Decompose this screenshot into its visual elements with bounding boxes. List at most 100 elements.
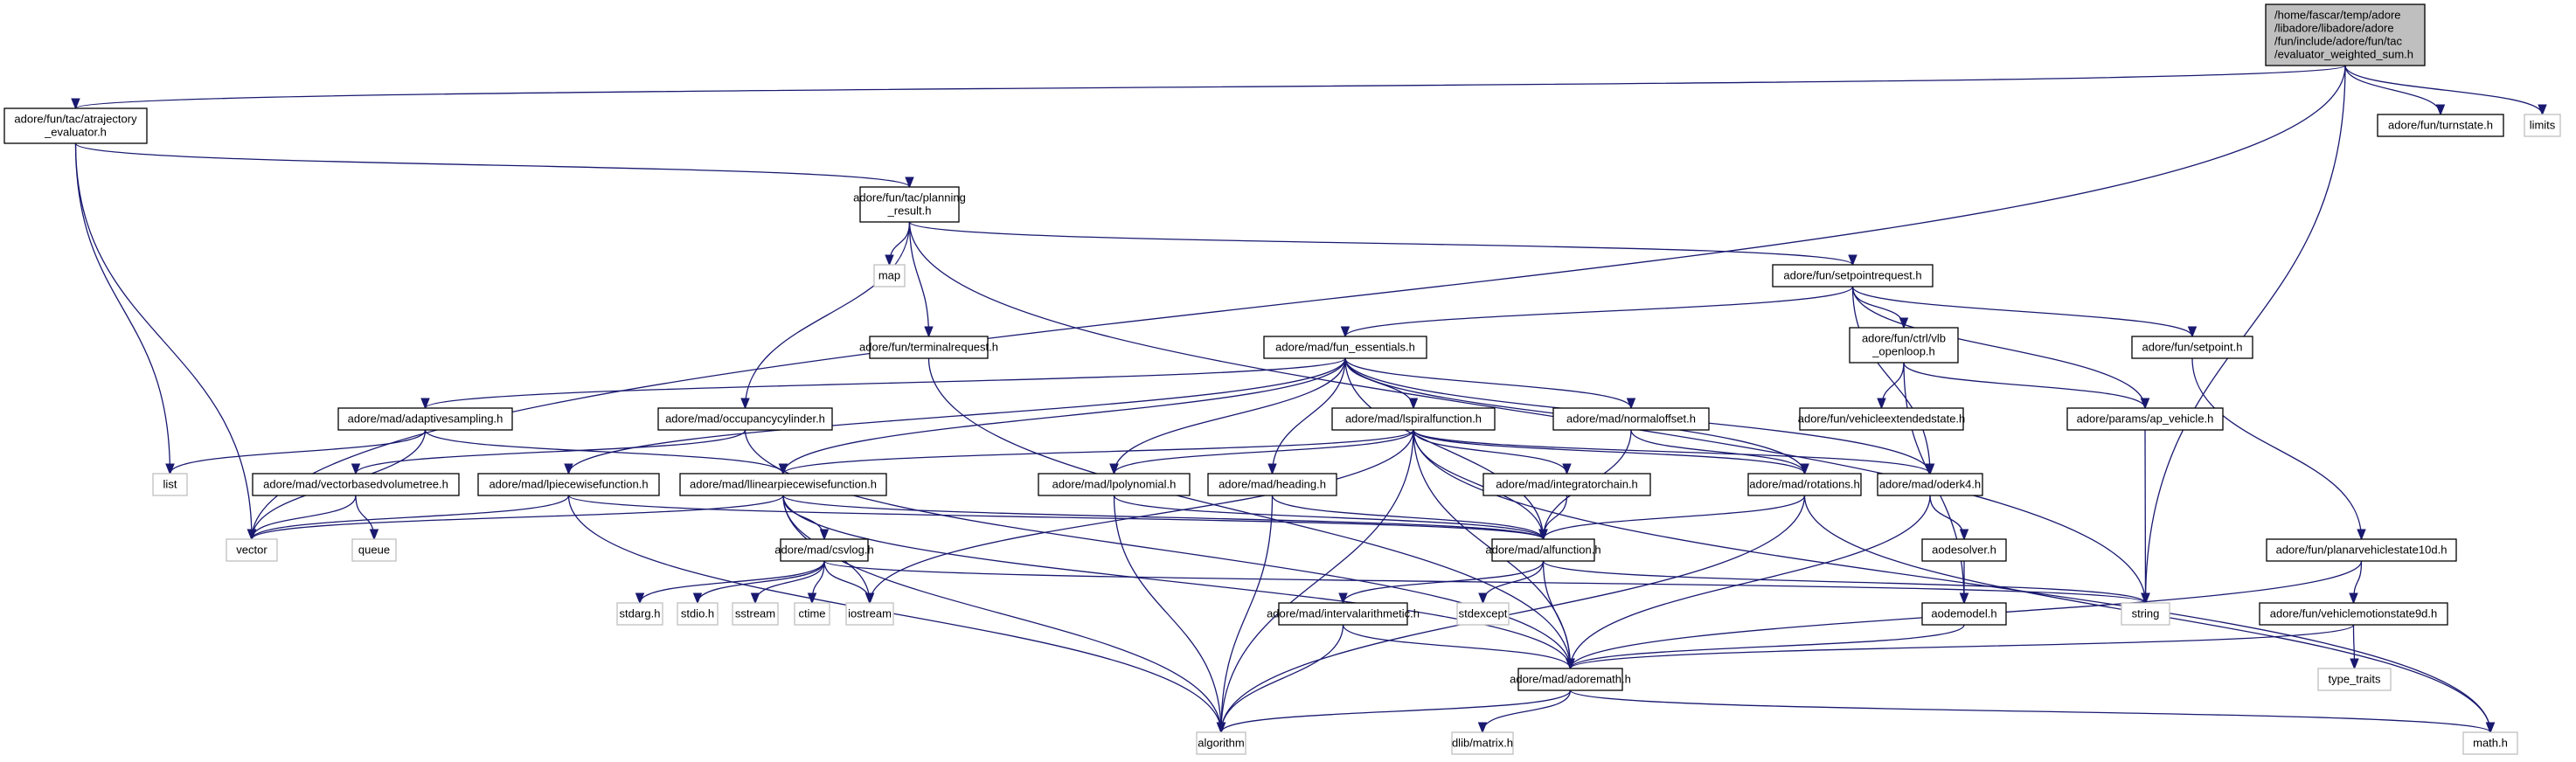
node-setpointrequest[interactable]: adore/fun/setpointrequest.h <box>1772 264 1934 287</box>
node-adaptivesampling[interactable]: adore/mad/adaptivesampling.h <box>337 407 513 431</box>
edge-root-to-atrajectory_evaluator <box>76 65 2346 109</box>
node-box <box>1196 731 1246 755</box>
node-label: adore/mad/lpiecewisefunction.h <box>489 478 648 491</box>
node-root[interactable]: /home/fascar/temp/adore/libadore/libador… <box>2265 3 2426 66</box>
edge-lspiralfunction-to-algorithm <box>1221 429 1414 732</box>
node-fun_essentials[interactable]: adore/mad/fun_essentials.h <box>1263 336 1427 359</box>
node-planning_result[interactable]: adore/fun/tac/planning_result.h <box>853 186 966 223</box>
node-box <box>477 473 660 496</box>
node-label: adore/mad/alfunction.h <box>1485 544 1600 557</box>
node-box <box>859 186 960 223</box>
node-csvlog[interactable]: adore/mad/csvlog.h <box>774 538 874 562</box>
node-aodemodel[interactable]: aodemodel.h <box>1921 602 2007 626</box>
node-label: adore/mad/heading.h <box>1219 478 1326 491</box>
node-box <box>1278 602 1408 626</box>
node-label: adore/mad/adaptivesampling.h <box>348 412 503 426</box>
node-oderk4[interactable]: adore/mad/oderk4.h <box>1877 473 1983 496</box>
edge-heading-to-alfunction <box>1271 495 1544 540</box>
edge-vlb_openloop-to-vehicleextendedstate <box>1882 362 1905 408</box>
node-alfunction[interactable]: adore/mad/alfunction.h <box>1485 538 1601 562</box>
node-vehicleextendedstate[interactable]: adore/fun/vehicleextendedstate.h <box>1798 407 1966 431</box>
node-box <box>845 602 894 626</box>
node-stdio: stdio.h <box>677 602 719 626</box>
edge-setpointrequest-to-ap_vehicle <box>1851 286 2146 408</box>
edge-intervalarithmetic-to-algorithm <box>1221 624 1344 732</box>
node-aodesolver[interactable]: aodesolver.h <box>1921 538 2007 562</box>
edge-oderk4-to-aodesolver <box>1929 495 1964 539</box>
edge-fun_essentials-to-llinearpiecewisefunction <box>783 357 1346 474</box>
node-label: stdarg.h <box>620 607 661 620</box>
edge-alfunction-to-stdexcept <box>1483 560 1545 604</box>
node-label: adore/fun/setpoint.h <box>2142 341 2243 354</box>
edge-lspiralfunction-to-llinearpiecewisefunction <box>783 429 1414 475</box>
edge-atrajectory_evaluator-to-planning_result <box>74 142 910 188</box>
node-occupancycylinder[interactable]: adore/mad/occupancycylinder.h <box>657 407 833 431</box>
node-planarvehiclestate10d[interactable]: adore/fun/planarvehiclestate10d.h <box>2266 538 2457 562</box>
node-label: stdexcept <box>1459 607 1508 620</box>
edge-setpointrequest-to-oderk4 <box>1851 286 1931 474</box>
node-adoremath[interactable]: adore/mad/adoremath.h <box>1510 668 1631 691</box>
node-setpoint[interactable]: adore/fun/setpoint.h <box>2131 336 2253 359</box>
edge-intervalarithmetic-to-adoremath <box>1342 624 1571 669</box>
node-heading[interactable]: adore/mad/heading.h <box>1207 473 1337 496</box>
edge-vlb_openloop-to-ap_vehicle <box>1903 362 2145 409</box>
node-turnstate[interactable]: adore/fun/turnstate.h <box>2377 114 2504 137</box>
node-label: dlib/matrix.h <box>1452 737 1513 750</box>
node-type_traits: type_traits <box>2317 668 2392 691</box>
node-box <box>1491 538 1595 562</box>
node-lspiralfunction[interactable]: adore/mad/lspiralfunction.h <box>1331 407 1496 431</box>
edge-aodemodel-to-adoremath <box>1571 624 1965 669</box>
node-atrajectory_evaluator[interactable]: adore/fun/tac/atrajectory_evaluator.h <box>3 107 148 144</box>
node-box <box>1772 264 1934 287</box>
edge-lpolynomial-to-alfunction <box>1113 495 1544 540</box>
node-box <box>2462 731 2518 755</box>
edge-lspiralfunction-to-rotations <box>1413 429 1805 475</box>
node-box <box>869 336 989 359</box>
edge-heading-to-algorithm <box>1221 495 1274 732</box>
edge-planarvehiclestate10d-to-vehiclemotionstate9d <box>2354 560 2363 603</box>
node-lpolynomial[interactable]: adore/mad/lpolynomial.h <box>1038 473 1191 496</box>
node-intervalarithmetic[interactable]: adore/mad/intervalarithmetic.h <box>1267 602 1420 626</box>
node-label: adore/fun/terminalrequest.h <box>859 341 998 354</box>
node-label: string <box>2132 607 2160 620</box>
edge-setpointrequest-to-setpoint <box>1851 286 2193 337</box>
node-algorithm: algorithm <box>1196 731 1246 755</box>
node-vehiclemotionstate9d[interactable]: adore/fun/vehiclemotionstate9d.h <box>2259 602 2448 626</box>
node-integratorchain[interactable]: adore/mad/integratorchain.h <box>1482 473 1651 496</box>
node-vlb_openloop[interactable]: adore/fun/ctrl/vlb_openloop.h <box>1849 327 1959 364</box>
node-box <box>2265 3 2426 66</box>
node-box <box>1331 407 1496 431</box>
node-llinearpiecewisefunction[interactable]: adore/mad/llinearpiecewisefunction.h <box>679 473 887 496</box>
node-ap_vehicle[interactable]: adore/params/ap_vehicle.h <box>2066 407 2224 431</box>
node-label: adore/mad/adoremath.h <box>1510 673 1631 686</box>
node-box <box>2259 602 2448 626</box>
edge-root-to-string <box>2146 65 2346 603</box>
node-stdarg: stdarg.h <box>616 602 663 626</box>
node-label: adore/fun/planarvehiclestate10d.h <box>2276 544 2448 557</box>
node-normaloffset[interactable]: adore/mad/normaloffset.h <box>1552 407 1710 431</box>
node-box <box>252 473 460 496</box>
node-label: math.h <box>2473 737 2508 750</box>
node-box <box>1517 668 1623 691</box>
node-label: limits <box>2530 119 2556 132</box>
node-box <box>1482 473 1651 496</box>
edge-llinearpiecewisefunction-to-vector <box>252 495 784 540</box>
edge-adaptivesampling-to-list <box>170 429 427 475</box>
node-terminalrequest[interactable]: adore/fun/terminalrequest.h <box>859 336 998 359</box>
node-box <box>1877 473 1983 496</box>
node-rotations[interactable]: adore/mad/rotations.h <box>1747 473 1862 496</box>
node-vectorbasedvolumetree[interactable]: adore/mad/vectorbasedvolumetree.h <box>252 473 460 496</box>
edge-csvlog-to-ctime <box>812 560 825 603</box>
node-label: sstream <box>735 607 775 620</box>
node-vector: vector <box>226 538 278 562</box>
node-lpiecewisefunction[interactable]: adore/mad/lpiecewisefunction.h <box>477 473 660 496</box>
edge-adoremath-to-algorithm <box>1221 689 1572 733</box>
node-box <box>1849 327 1959 364</box>
node-box <box>351 538 397 562</box>
node-label: adore/mad/lpolynomial.h <box>1052 478 1177 491</box>
edge-llinearpiecewisefunction-to-alfunction <box>782 495 1544 540</box>
node-label: adore/mad/lspiralfunction.h <box>1345 412 1482 426</box>
node-label: adore/mad/vectorbasedvolumetree.h <box>263 478 448 491</box>
edge-lpiecewisefunction-to-alfunction <box>567 495 1544 540</box>
